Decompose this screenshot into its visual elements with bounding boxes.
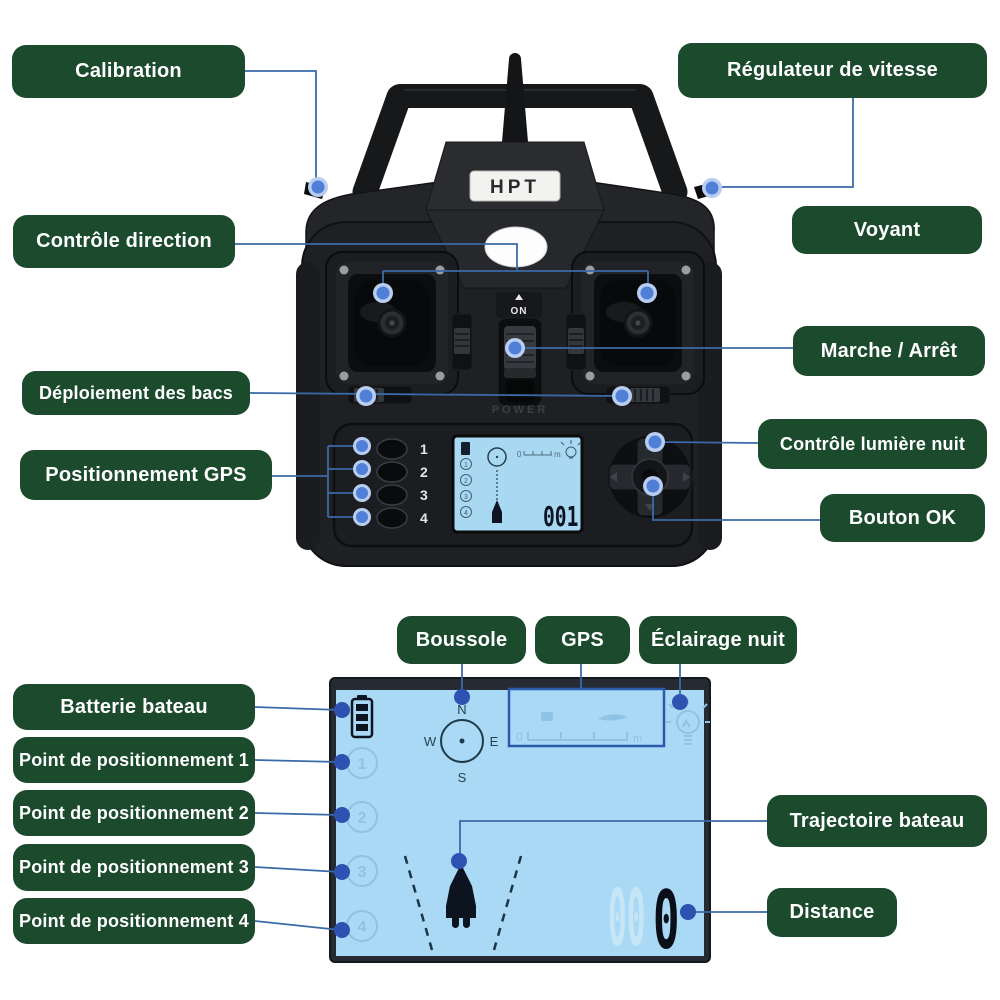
night-light-icon	[666, 699, 710, 745]
memory-button-4-label: 4	[420, 510, 428, 526]
waypoint-2-digit: 2	[358, 810, 367, 827]
memory-button-2-label: 2	[420, 464, 428, 480]
callout-regulateur-vitesse: Régulateur de vitesse	[678, 43, 987, 98]
memory-button-2[interactable]	[376, 461, 408, 483]
left-joystick[interactable]	[325, 251, 459, 395]
memory-button-4[interactable]	[376, 507, 408, 529]
callout-point-2: Point de positionnement 2	[13, 790, 255, 836]
mini-wp4: 4	[464, 510, 468, 517]
memory-button-1-label: 1	[420, 441, 428, 457]
callout-gps: GPS	[535, 616, 630, 664]
callout-deploiement-bacs: Déploiement des bacs	[22, 371, 250, 415]
callout-batterie-bateau: Batterie bateau	[13, 684, 255, 730]
waypoint-4-digit: 4	[358, 919, 367, 936]
mini-wp1: 1	[464, 462, 468, 469]
distance-faint-digits: 00	[608, 874, 646, 965]
mini-wp3: 3	[464, 494, 468, 501]
memory-button-3[interactable]	[376, 484, 408, 506]
callout-bouton-ok: Bouton OK	[820, 494, 985, 542]
distance-value: 0	[653, 875, 679, 968]
trajectory-lines	[403, 855, 523, 951]
callout-dots-top	[308, 177, 722, 526]
scale-unit: m	[633, 733, 642, 745]
compass-n: N	[457, 702, 466, 717]
voyant-led	[484, 226, 548, 268]
callout-point-1: Point de positionnement 1	[13, 737, 255, 783]
gps-info-box: 0 m	[507, 687, 666, 748]
callout-eclairage-nuit: Éclairage nuit	[639, 616, 797, 664]
callout-point-3: Point de positionnement 3	[13, 844, 255, 891]
boat-icon	[446, 864, 476, 928]
callout-distance: Distance	[767, 888, 897, 937]
on-label: ON	[511, 306, 528, 317]
mini-scale-unit: m	[554, 450, 561, 459]
memory-button-3-label: 3	[420, 487, 428, 503]
lcd-panel: 1 2 3 4 N S W E 0 m	[329, 677, 711, 968]
power-label: POWER	[492, 404, 549, 416]
compass-e: E	[490, 734, 499, 749]
left-vertical-trim[interactable]	[451, 313, 473, 371]
compass: N S W E	[424, 702, 499, 785]
mini-screen-value: 001	[543, 501, 578, 533]
callout-voyant: Voyant	[792, 206, 982, 254]
waypoint-3-digit: 3	[358, 864, 367, 881]
callout-positionnement-gps: Positionnement GPS	[20, 450, 272, 500]
right-joystick[interactable]	[571, 251, 705, 395]
callout-dots-bottom	[334, 689, 696, 938]
compass-s: S	[458, 770, 467, 785]
boat-battery-icon	[350, 695, 374, 739]
callout-marche-arret: Marche / Arrêt	[793, 326, 985, 376]
callout-boussole: Boussole	[397, 616, 526, 664]
callout-calibration: Calibration	[12, 45, 245, 98]
mini-wp2: 2	[464, 478, 468, 485]
mini-compass	[487, 447, 507, 467]
compass-w: W	[424, 734, 437, 749]
mini-bulb-icon	[560, 440, 582, 459]
mini-boat-icon	[492, 500, 502, 523]
callout-controle-lumiere-nuit: Contrôle lumière nuit	[758, 419, 987, 469]
on-arrow-icon	[515, 294, 523, 300]
callout-trajectoire-bateau: Trajectoire bateau	[767, 795, 987, 847]
right-vertical-trim[interactable]	[565, 313, 587, 371]
callout-controle-direction: Contrôle direction	[13, 215, 235, 268]
mini-lcd: 1 2 3 4 0 m 001	[451, 434, 584, 534]
memory-button-1[interactable]	[376, 438, 408, 460]
callout-point-4: Point de positionnement 4	[13, 898, 255, 944]
left-grip	[296, 262, 320, 550]
scale-zero: 0	[516, 730, 523, 744]
brand-badge	[469, 170, 561, 202]
remote-device: HPT	[296, 53, 722, 567]
mini-scale-zero: 0	[517, 450, 522, 459]
brand-text: HPT	[490, 177, 540, 198]
mini-battery-icon	[461, 442, 470, 455]
waypoint-1-digit: 1	[358, 756, 367, 773]
distance-display: 00 0	[608, 874, 679, 968]
